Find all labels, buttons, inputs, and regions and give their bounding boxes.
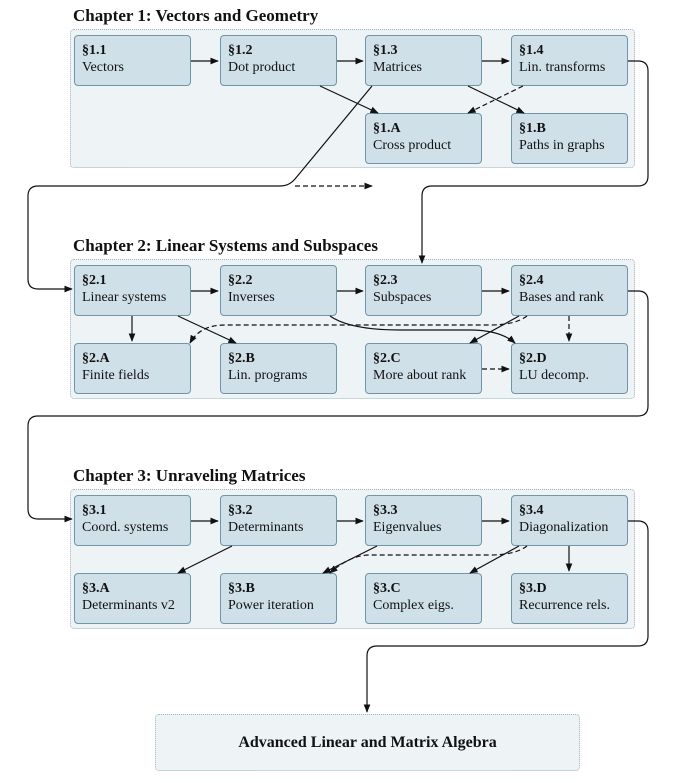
node-1-3[interactable]: §1.3 Matrices xyxy=(365,35,482,86)
final-course-label: Advanced Linear and Matrix Algebra xyxy=(238,733,497,751)
node-3-a[interactable]: §3.A Determinants v2 xyxy=(74,573,191,624)
node-number: §2.D xyxy=(519,351,547,366)
node-1-a[interactable]: §1.A Cross product xyxy=(365,113,482,164)
node-1-2[interactable]: §1.2 Dot product xyxy=(220,35,337,86)
node-label: Vectors xyxy=(82,60,124,75)
node-number: §2.A xyxy=(82,351,110,366)
node-number: §1.B xyxy=(519,121,546,136)
node-number: §3.1 xyxy=(82,503,107,518)
node-label: Power iteration xyxy=(228,598,314,613)
chapter-3-title: Chapter 3: Unraveling Matrices xyxy=(73,466,306,485)
node-3-b[interactable]: §3.B Power iteration xyxy=(220,573,337,624)
node-number: §1.3 xyxy=(373,43,398,58)
node-2-2[interactable]: §2.2 Inverses xyxy=(220,265,337,316)
node-label: Cross product xyxy=(373,138,452,153)
node-1-b[interactable]: §1.B Paths in graphs xyxy=(511,113,628,164)
node-3-1[interactable]: §3.1 Coord. systems xyxy=(74,495,191,546)
node-number: §2.3 xyxy=(373,273,398,288)
node-label: Linear systems xyxy=(82,290,167,305)
node-label: Paths in graphs xyxy=(519,138,605,153)
node-number: §1.1 xyxy=(82,43,107,58)
node-1-1[interactable]: §1.1 Vectors xyxy=(74,35,191,86)
node-3-4[interactable]: §3.4 Diagonalization xyxy=(511,495,628,546)
chapter-2-title: Chapter 2: Linear Systems and Subspaces xyxy=(73,236,378,255)
node-label: Recurrence rels. xyxy=(519,598,610,613)
node-3-d[interactable]: §3.D Recurrence rels. xyxy=(511,573,628,624)
node-number: §3.B xyxy=(228,581,255,596)
node-number: §3.3 xyxy=(373,503,398,518)
final-course-box[interactable]: Advanced Linear and Matrix Algebra xyxy=(155,714,580,771)
node-label: Eigenvalues xyxy=(373,520,442,535)
chapter-1-title: Chapter 1: Vectors and Geometry xyxy=(73,6,319,25)
node-number: §2.B xyxy=(228,351,255,366)
node-label: LU decomp. xyxy=(519,368,589,383)
node-label: Determinants xyxy=(228,520,304,535)
node-number: §3.2 xyxy=(228,503,253,518)
node-2-b[interactable]: §2.B Lin. programs xyxy=(220,343,337,394)
node-label: Finite fields xyxy=(82,368,150,383)
node-number: §2.1 xyxy=(82,273,107,288)
node-number: §1.A xyxy=(373,121,401,136)
node-label: Complex eigs. xyxy=(373,598,454,613)
node-label: Bases and rank xyxy=(519,290,604,305)
node-2-3[interactable]: §2.3 Subspaces xyxy=(365,265,482,316)
node-3-2[interactable]: §3.2 Determinants xyxy=(220,495,337,546)
node-2-d[interactable]: §2.D LU decomp. xyxy=(511,343,628,394)
node-2-c[interactable]: §2.C More about rank xyxy=(365,343,482,394)
node-label: Inverses xyxy=(228,290,275,305)
node-label: Dot product xyxy=(228,60,296,75)
node-number: §2.C xyxy=(373,351,401,366)
node-label: Matrices xyxy=(373,60,422,75)
node-number: §3.4 xyxy=(519,503,544,518)
node-number: §2.4 xyxy=(519,273,544,288)
node-label: Determinants v2 xyxy=(82,598,175,613)
node-2-4[interactable]: §2.4 Bases and rank xyxy=(511,265,628,316)
node-3-3[interactable]: §3.3 Eigenvalues xyxy=(365,495,482,546)
node-label: More about rank xyxy=(373,368,467,383)
node-2-a[interactable]: §2.A Finite fields xyxy=(74,343,191,394)
node-number: §3.C xyxy=(373,581,401,596)
node-label: Lin. programs xyxy=(228,368,308,383)
node-label: Diagonalization xyxy=(519,520,609,535)
node-label: Subspaces xyxy=(373,290,432,305)
node-label: Coord. systems xyxy=(82,520,169,535)
node-number: §1.2 xyxy=(228,43,253,58)
node-2-1[interactable]: §2.1 Linear systems xyxy=(74,265,191,316)
node-number: §3.A xyxy=(82,581,110,596)
node-number: §1.4 xyxy=(519,43,544,58)
node-3-c[interactable]: §3.C Complex eigs. xyxy=(365,573,482,624)
node-label: Lin. transforms xyxy=(519,60,606,75)
node-number: §2.2 xyxy=(228,273,253,288)
node-number: §3.D xyxy=(519,581,547,596)
node-1-4[interactable]: §1.4 Lin. transforms xyxy=(511,35,628,86)
